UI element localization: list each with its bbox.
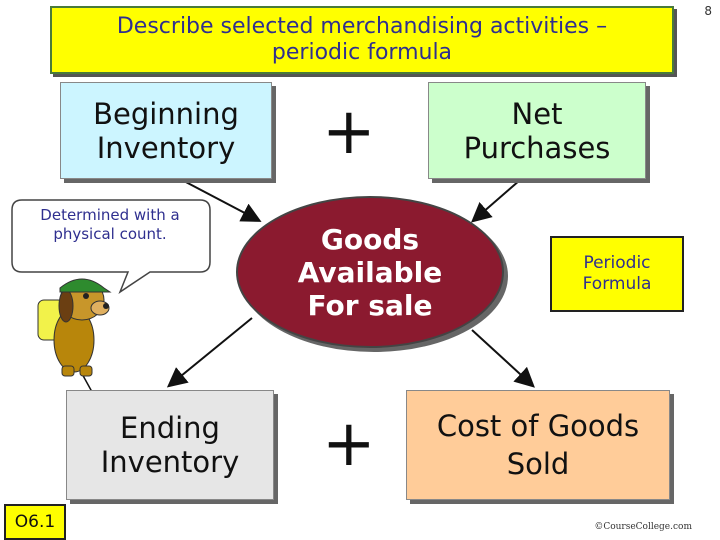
callout-text: Determined with a physical count. [40, 206, 180, 243]
plus-sign-top: + [322, 95, 376, 169]
slide-title: Describe selected merchandising activiti… [50, 6, 674, 74]
goods-available-oval: Goods Available For sale [236, 196, 504, 348]
callout-bubble [11, 199, 211, 294]
beginning-inventory-box: Beginning Inventory [60, 82, 272, 179]
net-purchases-box: Net Purchases [428, 82, 646, 179]
learning-objective-badge: O6.1 [4, 504, 66, 540]
arrow-net-to-goods [470, 179, 521, 223]
arrow-goods-to-cogs [471, 329, 535, 388]
arrow-goods-to-ending [166, 317, 253, 388]
periodic-formula-label: Periodic Formula [550, 236, 684, 312]
page-number: 8 [704, 4, 712, 18]
copyright-text: ©CourseCollege.com [594, 522, 692, 532]
ending-inventory-box: Ending Inventory [66, 390, 274, 500]
cost-of-goods-sold-box: Cost of Goods Sold [406, 390, 670, 500]
plus-sign-bottom: + [322, 407, 376, 481]
dog-mascot-icon [37, 278, 112, 377]
arrow-begin-to-goods [181, 179, 262, 222]
